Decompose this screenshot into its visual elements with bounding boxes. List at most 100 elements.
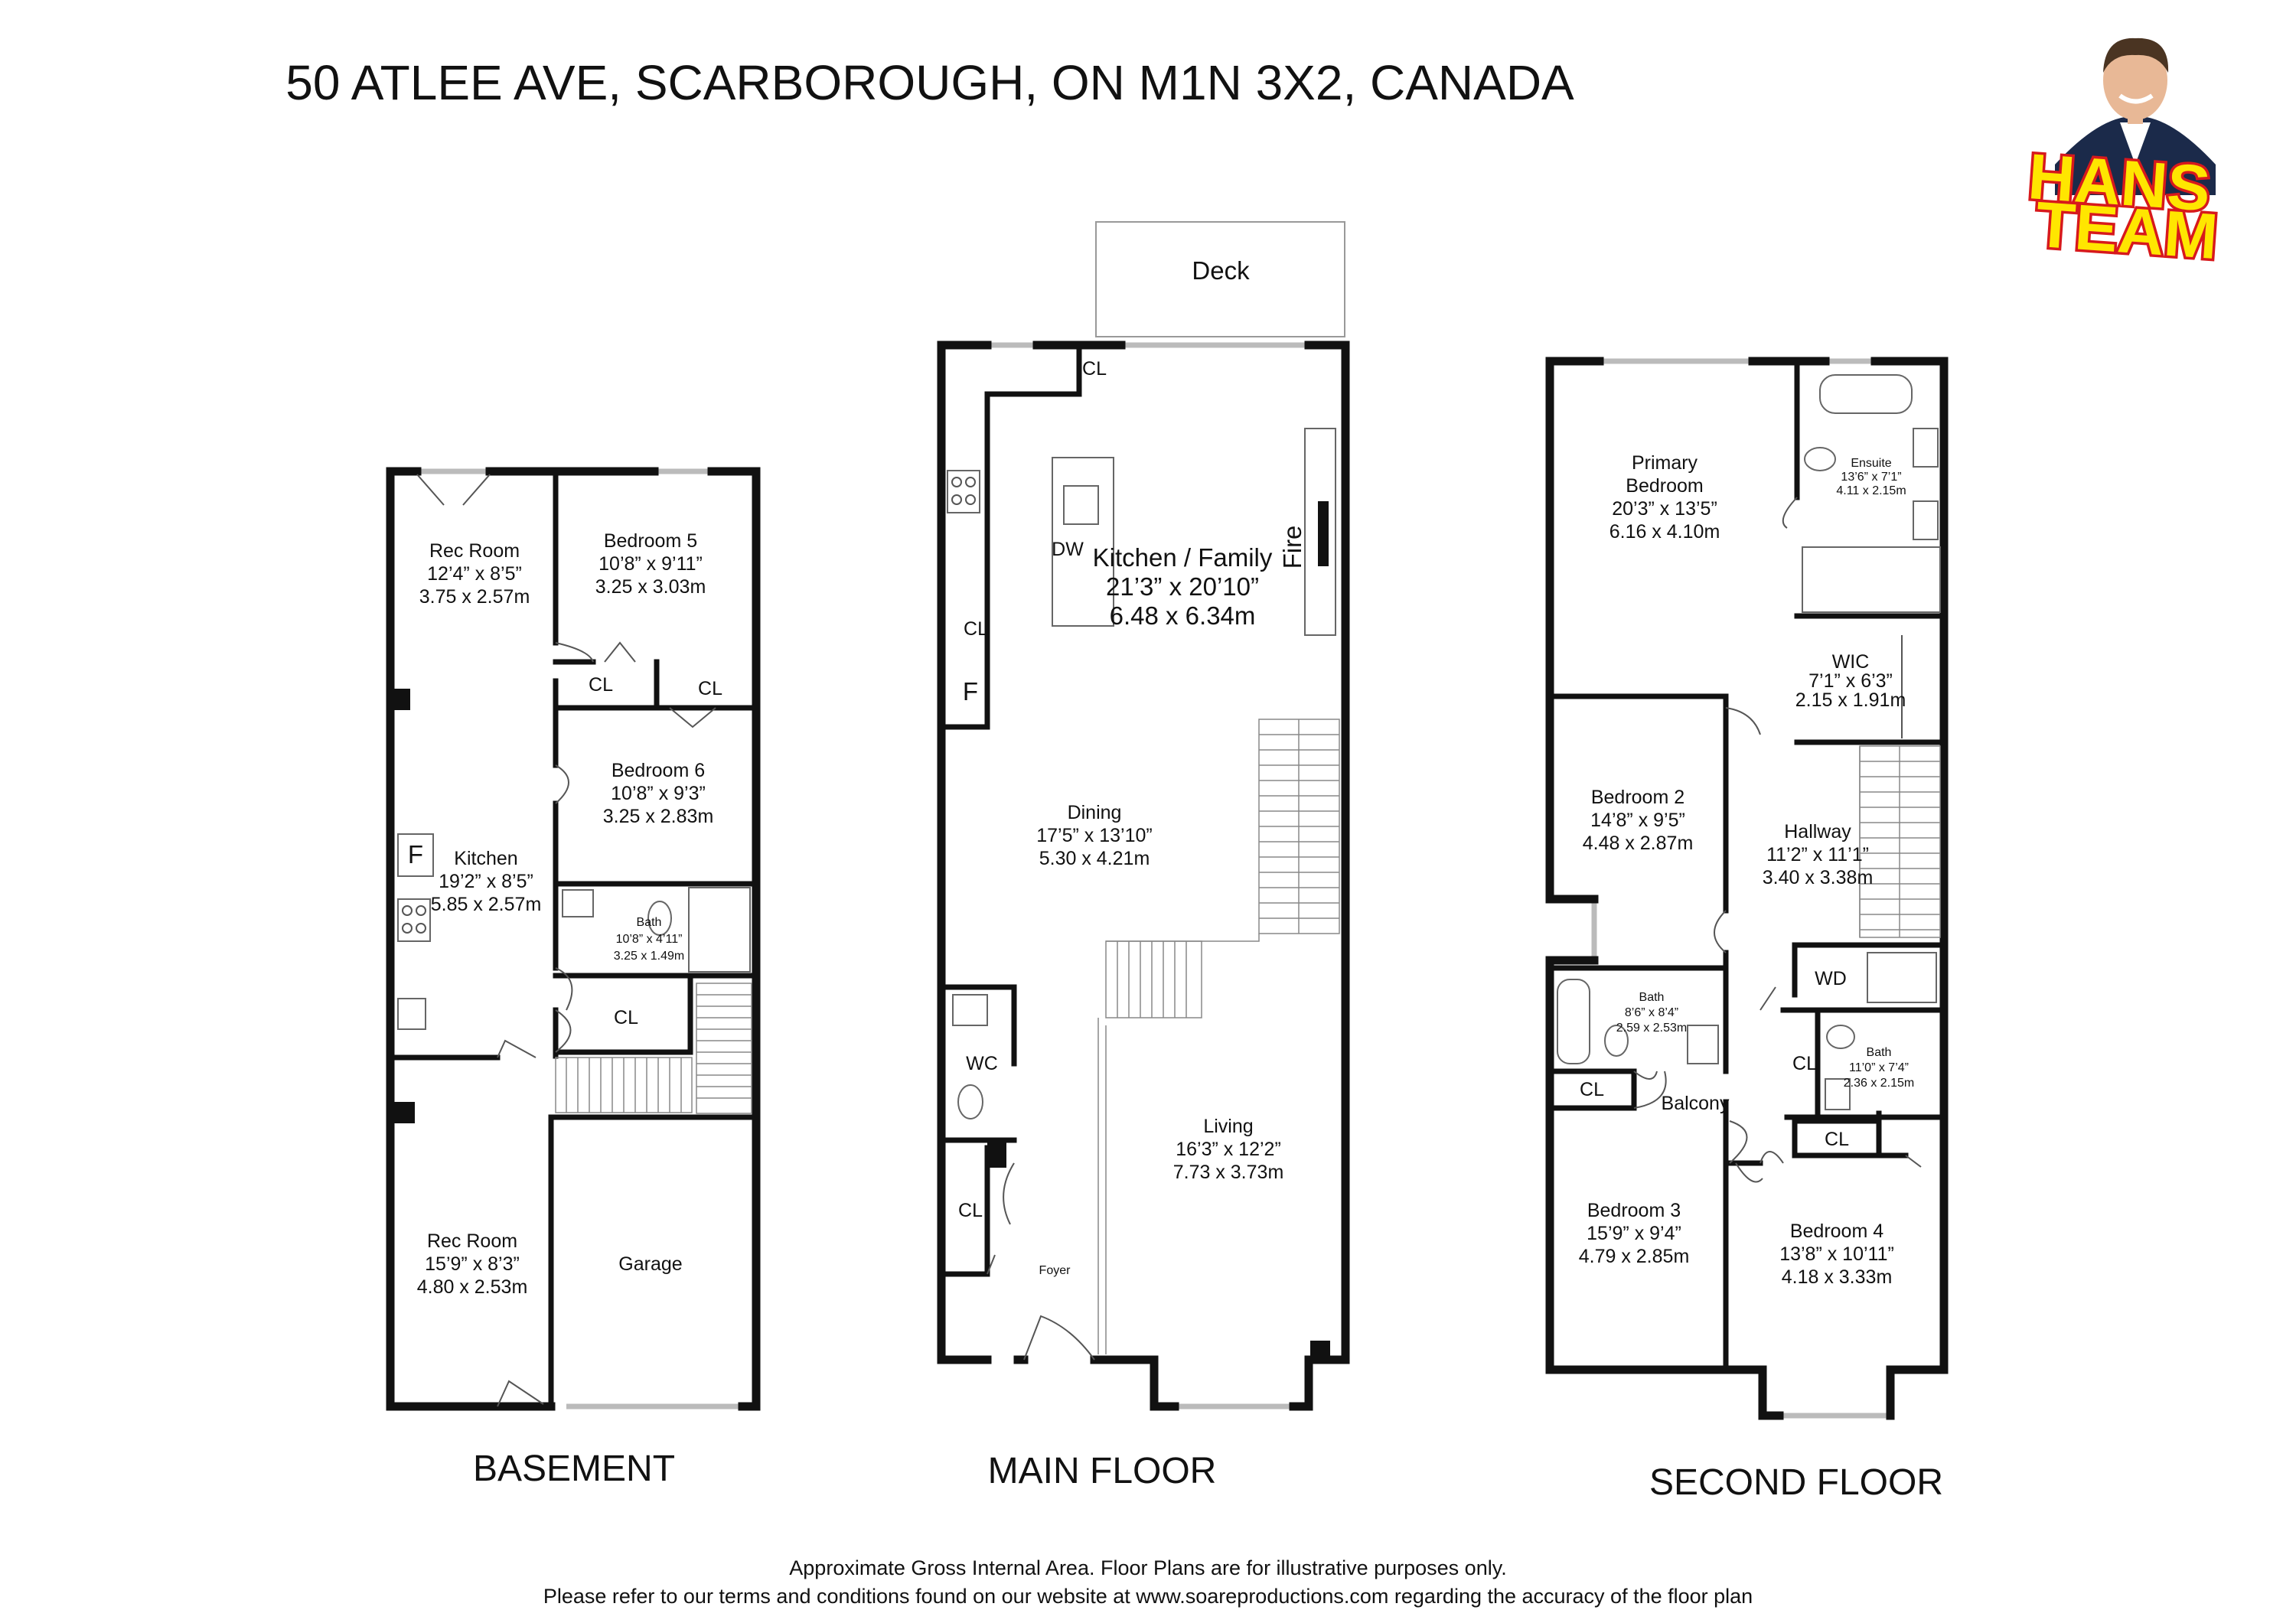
door-swing [555,967,573,1011]
svg-text:15’9” x 9’4”: 15’9” x 9’4” [1587,1223,1681,1244]
door-swing [497,1380,544,1407]
disclaimer-line-2: Please refer to our terms and conditions… [543,1585,1753,1608]
svg-text:4.80 x 2.53m: 4.80 x 2.53m [417,1276,528,1298]
sink-icon [1825,1078,1851,1110]
basement-exterior-wall [386,467,533,1411]
svg-text:5.85 x 2.57m: 5.85 x 2.57m [431,894,542,915]
structural-post [392,1102,415,1123]
svg-text:WIC: WIC [1832,651,1870,673]
closet-label: CL [964,618,988,640]
main-exterior-wall [937,341,992,1364]
svg-text:Bedroom 2: Bedroom 2 [1591,787,1684,808]
disclaimer-line-1: Approximate Gross Internal Area. Floor P… [789,1556,1506,1579]
sink-icon [1913,500,1939,540]
rec-room-2-label: Rec Room 15’9” x 8’3” 4.80 x 2.53m [417,1230,528,1298]
shower-icon [1802,546,1941,613]
bedroom-3-label: Bedroom 3 15’9” x 9’4” 4.79 x 2.85m [1579,1200,1690,1267]
basement-bath-label: Bath 10’8” x 4’11” 3.25 x 1.49m [614,916,685,963]
wic-label: WIC 7’1” x 6’3” 2.15 x 1.91m [1795,651,1906,711]
primary-bedroom-label: Primary Bedroom 20’3” x 13’5” 6.16 x 4.1… [1609,452,1720,543]
door-swing [987,1162,1015,1275]
svg-text:15’9” x 8’3”: 15’9” x 8’3” [425,1253,520,1275]
front-door [1023,1315,1095,1361]
svg-text:Bedroom 4: Bedroom 4 [1790,1221,1883,1242]
bedroom-5-label: Bedroom 5 10’8” x 9’11” 3.25 x 3.03m [595,530,706,598]
closet-door [669,707,716,728]
fridge-label: F [963,677,978,706]
closet-label: CL [1082,358,1107,380]
door-swing [555,764,569,804]
svg-text:19’2” x 8’5”: 19’2” x 8’5” [439,871,533,892]
toilet-icon [1804,447,1836,471]
bedroom-6-label: Bedroom 6 10’8” x 9’3” 3.25 x 2.83m [603,760,714,827]
toilet-icon [957,1084,983,1119]
svg-text:Bedroom 6: Bedroom 6 [612,760,705,781]
bath-left-label: Bath 8’6” x 8’4” 2.59 x 2.53m [1616,991,1688,1035]
closet-label: CL [698,678,722,699]
svg-text:Hallway: Hallway [1784,821,1851,842]
toilet-icon [1604,1025,1629,1057]
svg-text:Kitchen / Family: Kitchen / Family [1093,543,1273,572]
door-swing [1760,1151,1784,1164]
sink-icon [562,889,594,917]
svg-text:6.48 x 6.34m: 6.48 x 6.34m [1110,601,1256,630]
hans-team-logo: HANS TEAM [2024,37,2223,275]
svg-text:7.73 x 3.73m: 7.73 x 3.73m [1173,1162,1284,1183]
dishwasher-label: DW [1052,539,1084,560]
sink-icon [1913,428,1939,468]
svg-text:Bath: Bath [637,916,662,929]
main-floor-label: MAIN FLOOR [988,1451,1217,1491]
door-swing [1729,1120,1748,1164]
svg-text:10’8” x 9’3”: 10’8” x 9’3” [611,783,706,804]
svg-text:3.25 x 3.03m: 3.25 x 3.03m [595,576,706,598]
closet-label: CL [958,1200,983,1221]
main-stairs [1097,719,1340,1354]
svg-text:3.75 x 2.57m: 3.75 x 2.57m [419,586,530,608]
second-exterior-wall [1545,357,1604,904]
bath-right-label: Bath 11’0” x 7’4” 2.36 x 2.15m [1844,1046,1915,1090]
svg-text:3.25 x 1.49m: 3.25 x 1.49m [614,950,685,963]
svg-text:4.48 x 2.87m: 4.48 x 2.87m [1583,833,1694,854]
structural-post [392,689,410,710]
svg-text:Bedroom 3: Bedroom 3 [1587,1200,1681,1221]
interior-wall [1547,693,1729,741]
wc-label: WC [966,1053,998,1074]
second-floor-label: SECOND FLOOR [1649,1462,1943,1503]
svg-text:3.25 x 2.83m: 3.25 x 2.83m [603,806,714,827]
svg-text:5.30 x 4.21m: 5.30 x 4.21m [1039,848,1150,869]
svg-text:13’6” x 7’1”: 13’6” x 7’1” [1841,471,1901,484]
svg-text:14’8” x 9’5”: 14’8” x 9’5” [1590,810,1685,831]
structural-post [987,1139,1006,1168]
door-swing [555,1009,572,1053]
door-swing [1760,986,1776,1011]
logo-text-team: TEAM [2033,188,2220,272]
closet-label: CL [1825,1129,1849,1150]
basement-floor-label: BASEMENT [473,1449,675,1489]
svg-text:Living: Living [1203,1116,1253,1137]
shower-icon [688,887,751,973]
svg-text:21’3” x 20’10”: 21’3” x 20’10” [1106,572,1259,601]
main-exterior-wall [1090,1355,1179,1411]
door-swing [1633,1071,1658,1080]
svg-text:Dining: Dining [1068,802,1122,823]
main-floor-plan: Deck CL DW Kitchen / Family 21’3” x 20’1… [937,221,1350,1491]
svg-text:Kitchen: Kitchen [454,848,517,869]
svg-text:2.15 x 1.91m: 2.15 x 1.91m [1795,689,1906,711]
svg-text:Rec Room: Rec Room [429,540,520,562]
door-swing [497,1039,536,1058]
svg-text:4.18 x 3.33m: 4.18 x 3.33m [1782,1266,1893,1288]
bathtub-icon [1557,979,1590,1064]
svg-text:7’1” x 6’3”: 7’1” x 6’3” [1808,670,1893,692]
svg-text:8’6” x 8’4”: 8’6” x 8’4” [1625,1006,1678,1019]
kitchen-label: Kitchen 19’2” x 8’5” 5.85 x 2.57m [431,848,542,915]
furnace-label: F [408,840,423,869]
sink-icon [952,994,988,1026]
fireplace-label: Fire [1278,526,1306,569]
closet-label: CL [1580,1079,1604,1100]
svg-text:Bedroom 5: Bedroom 5 [604,530,697,552]
basement-stairs [555,983,752,1114]
svg-text:Primary: Primary [1632,452,1698,474]
svg-text:12’4” x 8’5”: 12’4” x 8’5” [427,563,522,585]
svg-text:17’5” x 13’10”: 17’5” x 13’10” [1036,825,1152,846]
